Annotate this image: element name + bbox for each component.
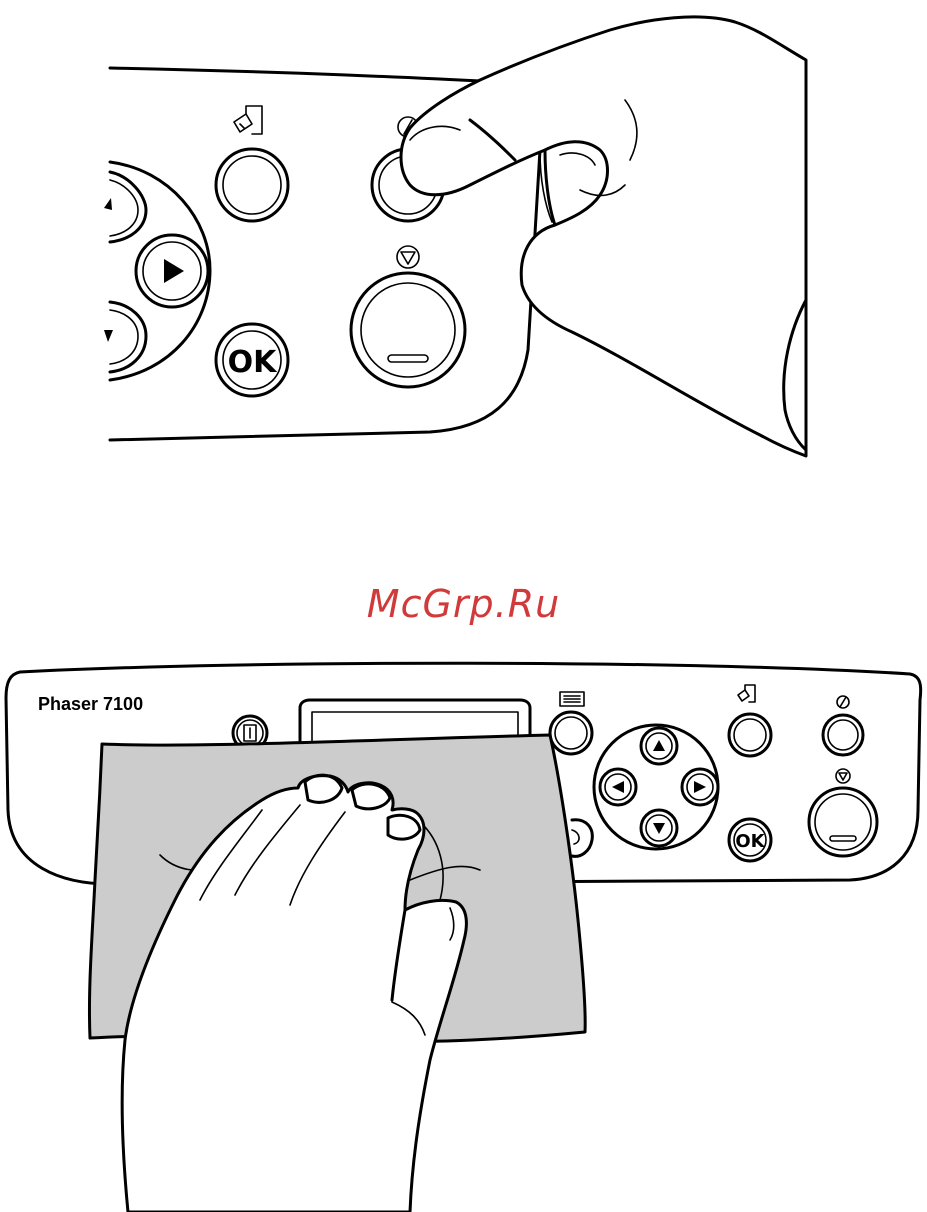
pressing-hand [401,17,806,456]
ok-label: OK [735,831,765,852]
job-cancel-button[interactable] [729,714,771,756]
ok-button[interactable]: OK [729,819,771,861]
model-name: Phaser 7100 [38,694,143,714]
nav-down-button[interactable] [641,810,677,846]
nav-left-button[interactable] [600,769,636,805]
nav-up-button-partial-inner [110,180,138,236]
job-cancel-button[interactable] [216,149,288,221]
stop-icon [397,246,419,268]
up-arrow-icon [104,198,112,210]
bottom-illustration-wiping-panel: Phaser 7100 [0,640,927,1212]
stop-button[interactable] [351,273,465,387]
watermark-text: McGrp.Ru [0,582,927,626]
menu-button[interactable] [550,712,592,754]
ok-label: OK [228,345,279,380]
nav-up-button[interactable] [641,728,677,764]
ok-button[interactable]: OK [216,324,288,396]
down-arrow-icon [104,330,113,342]
top-illustration-close-up-panel: OK [0,0,927,470]
job-cancel-icon [234,106,262,134]
nav-down-button-partial-inner [110,310,138,364]
nav-right-button[interactable] [136,235,208,307]
stop-button[interactable] [809,788,877,856]
power-saver-button[interactable] [823,715,863,755]
nav-right-button[interactable] [682,769,718,805]
nav-down-button-partial[interactable] [110,302,146,372]
